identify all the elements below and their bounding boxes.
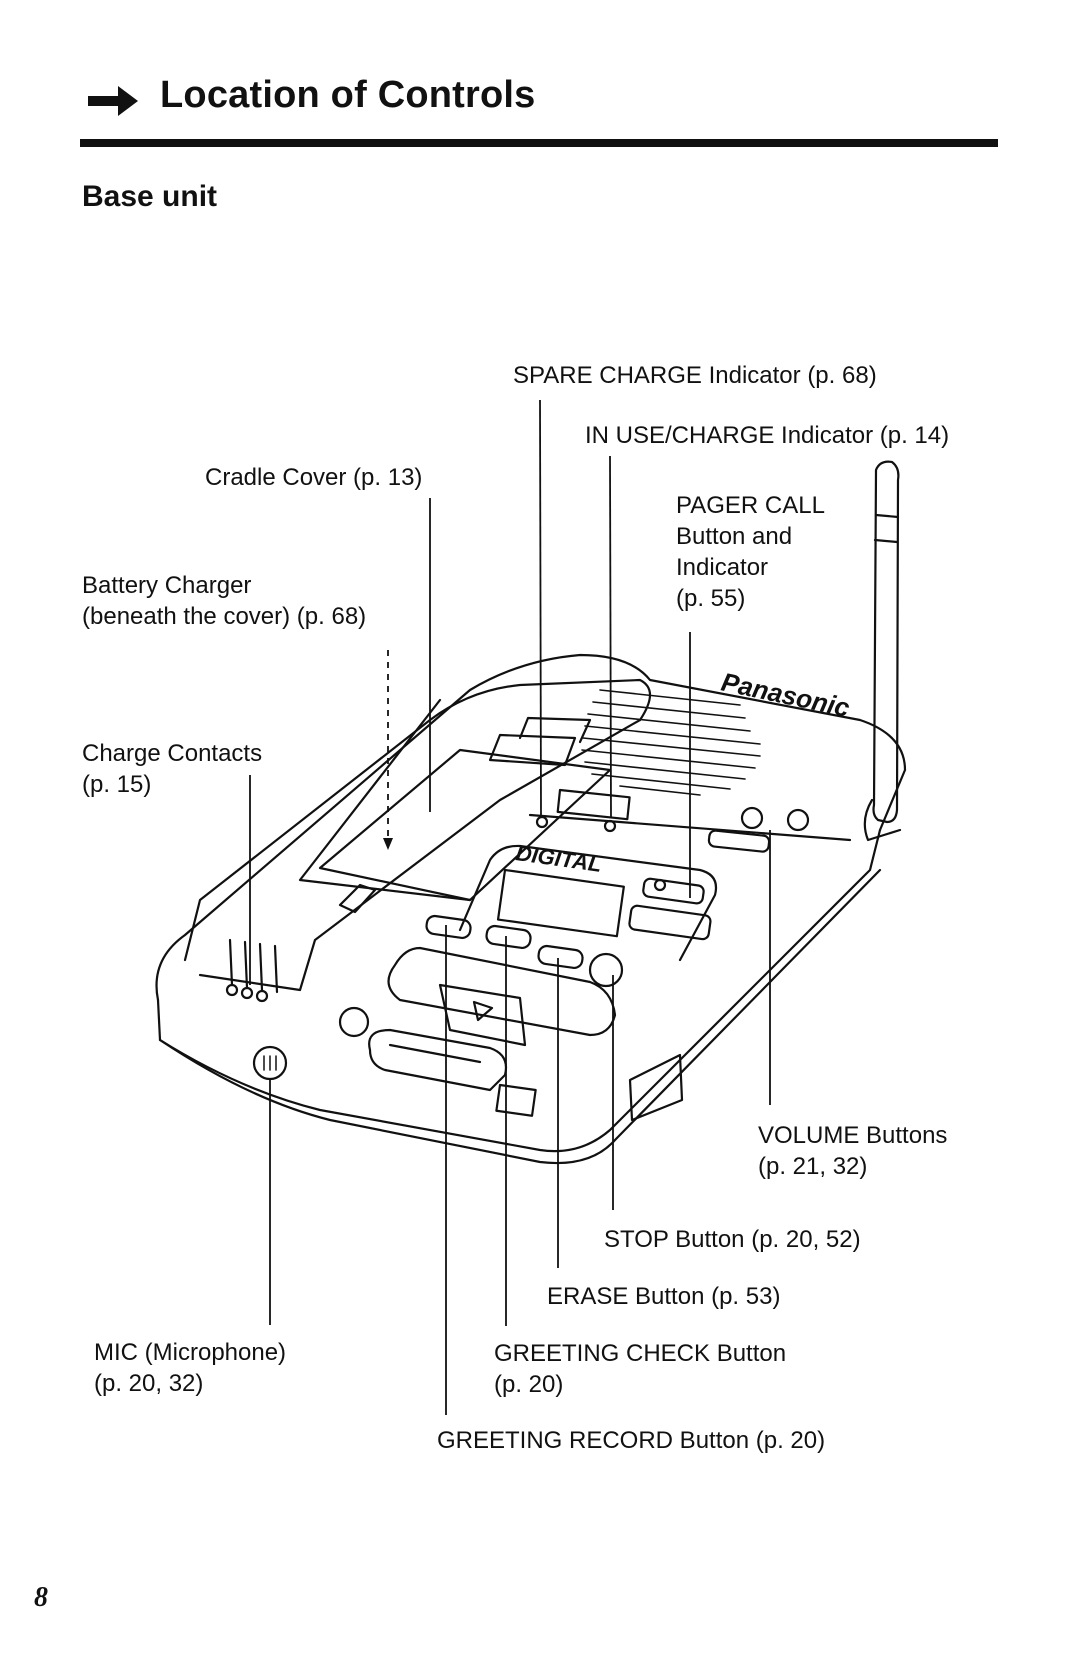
label-greeting-check-line2: (p. 20) xyxy=(494,1371,564,1398)
label-pager-call: PAGER CALL Button and Indicator (p. 55) xyxy=(676,490,825,614)
page-number: 8 xyxy=(34,1582,48,1613)
label-pager-call-line1: PAGER CALL xyxy=(676,492,825,519)
label-pager-call-line3: Indicator xyxy=(676,554,769,581)
label-battery-charger-line2: (beneath the cover) (p. 68) xyxy=(82,603,367,630)
label-pager-call-line4: (p. 55) xyxy=(676,585,746,612)
title-divider xyxy=(80,139,998,147)
page-title: Location of Controls xyxy=(160,74,536,116)
label-volume-line1: VOLUME Buttons xyxy=(758,1122,948,1149)
label-mic-line1: MIC (Microphone) xyxy=(94,1339,287,1366)
label-pager-call-line2: Button and xyxy=(676,523,793,550)
label-greeting-check: GREETING CHECK Button (p. 20) xyxy=(494,1338,786,1400)
brand-logo: Panasonic xyxy=(719,667,853,723)
label-mic: MIC (Microphone) (p. 20, 32) xyxy=(94,1337,286,1399)
label-in-use-charge-indicator: IN USE/CHARGE Indicator (p. 14) xyxy=(585,422,950,449)
label-mic-line2: (p. 20, 32) xyxy=(94,1370,204,1397)
label-battery-charger: Battery Charger (beneath the cover) (p. … xyxy=(82,570,366,632)
label-stop-button: STOP Button (p. 20, 52) xyxy=(604,1226,861,1253)
label-erase-button: ERASE Button (p. 53) xyxy=(547,1283,781,1310)
digital-logo: DIGITAL xyxy=(514,840,603,877)
label-cradle-cover: Cradle Cover (p. 13) xyxy=(205,464,423,491)
label-volume-line2: (p. 21, 32) xyxy=(758,1153,868,1180)
label-spare-charge-indicator: SPARE CHARGE Indicator (p. 68) xyxy=(513,362,877,389)
label-charge-contacts-line2: (p. 15) xyxy=(82,771,152,798)
label-charge-contacts: Charge Contacts (p. 15) xyxy=(82,738,262,800)
section-heading: Base unit xyxy=(82,180,218,213)
right-arrow-icon xyxy=(88,86,138,116)
label-greeting-check-line1: GREETING CHECK Button xyxy=(494,1340,787,1367)
label-battery-charger-line1: Battery Charger xyxy=(82,572,252,599)
label-charge-contacts-line1: Charge Contacts xyxy=(82,740,263,767)
dashed-arrowhead xyxy=(383,838,393,850)
label-greeting-record: GREETING RECORD Button (p. 20) xyxy=(437,1427,826,1454)
label-volume-buttons: VOLUME Buttons (p. 21, 32) xyxy=(758,1120,947,1182)
